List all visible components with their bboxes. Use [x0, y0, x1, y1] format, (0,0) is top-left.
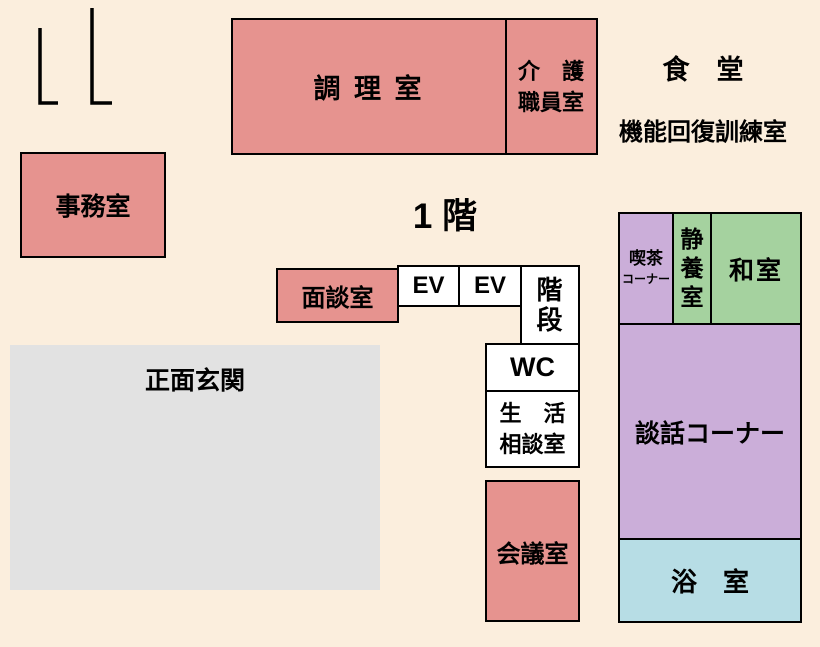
room-lounge: 談話コーナー	[618, 322, 802, 541]
room-rehab-label: 機能回復訓練室	[619, 119, 787, 146]
room-entrance: 正面玄関	[10, 345, 380, 590]
room-care-staff-label-line2: 職員室	[517, 89, 584, 115]
room-ev-1: EV	[396, 265, 461, 307]
room-cafe-corner-label-line1: 喫茶	[629, 248, 663, 268]
room-cafe-corner-label-line2: コーナー	[621, 271, 670, 286]
room-office-label: 事務室	[55, 193, 131, 221]
room-ev-2: EV	[458, 265, 522, 307]
room-life-consult-label-line1: 生 活	[499, 401, 566, 426]
room-rest-room-label-line1: 静	[680, 226, 704, 252]
room-kitchen-label: 調 理 室	[313, 74, 425, 104]
room-life-consult-label-line2: 相談室	[499, 432, 566, 457]
room-interview-label: 面談室	[301, 285, 374, 312]
room-interview: 面談室	[276, 268, 399, 323]
room-cafe-corner: 喫茶 コーナー	[618, 212, 674, 325]
room-japanese-room: 和室	[710, 212, 802, 325]
room-life-consult: 生 活 相談室	[485, 390, 580, 468]
room-office: 事務室	[20, 152, 166, 258]
room-dining-label: 食 堂	[662, 55, 744, 85]
room-lounge-label: 談話コーナー	[634, 419, 785, 448]
room-rest-room-label-line3: 室	[680, 284, 704, 310]
room-ev-2-label: EV	[473, 272, 506, 299]
room-wc-label: WC	[510, 352, 555, 382]
floor-title: 1 階	[412, 197, 478, 236]
room-care-staff: 介 護 職員室	[504, 18, 598, 155]
room-entrance-label: 正面玄関	[144, 367, 245, 395]
room-kitchen: 調 理 室	[231, 18, 507, 155]
room-rest-room-label-line2: 養	[680, 255, 704, 281]
room-bath-label: 浴 室	[670, 567, 749, 597]
room-meeting: 会議室	[485, 480, 580, 622]
room-care-staff-label-line1: 介 護	[517, 58, 584, 84]
room-stairs: 階 段	[519, 265, 580, 345]
room-rest-room: 静 養 室	[671, 212, 713, 325]
room-wc: WC	[485, 342, 580, 393]
room-japanese-room-label: 和室	[728, 256, 783, 285]
room-bath: 浴 室	[618, 538, 802, 623]
room-stairs-label-line1: 階	[536, 275, 563, 305]
room-ev-1-label: EV	[412, 272, 445, 299]
room-stairs-label-line2: 段	[536, 305, 563, 335]
room-meeting-label: 会議室	[496, 540, 569, 568]
